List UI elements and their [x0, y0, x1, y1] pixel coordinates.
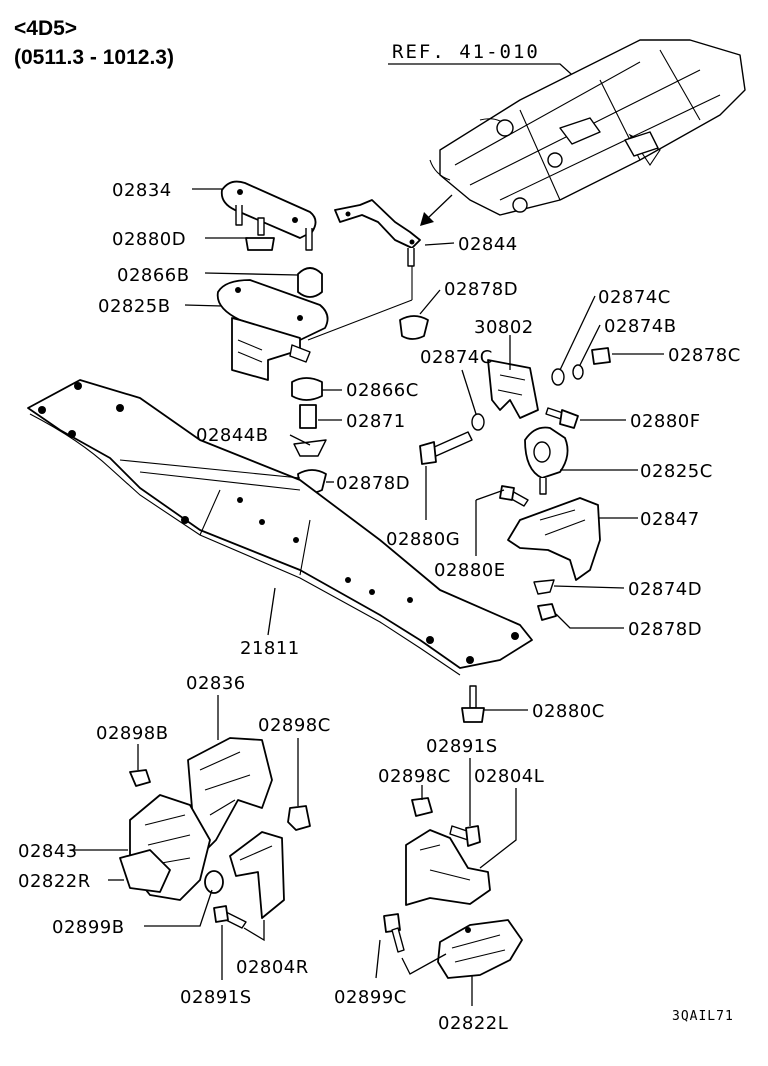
leader-lines: [70, 188, 664, 1006]
lower-right-mount-group: [383, 685, 523, 979]
label-02836: 02836: [186, 673, 246, 694]
label-30802: 30802: [474, 317, 534, 338]
production-period: (0511.3 - 1012.3): [14, 46, 174, 69]
label-02898B: 02898B: [96, 723, 169, 744]
label-02874B: 02874B: [604, 316, 677, 337]
engine-mount-left-group: [216, 180, 413, 381]
part-labels: 02834 02880D 02866B 02825B 02844 02878D …: [18, 180, 741, 1034]
label-02880C: 02880C: [532, 701, 605, 722]
label-02880F: 02880F: [630, 411, 701, 432]
lower-left-insulator-group: [119, 737, 311, 929]
label-02878D-lower: 02878D: [628, 619, 702, 640]
label-02844B: 02844B: [196, 425, 269, 446]
label-02866C: 02866C: [346, 380, 419, 401]
label-02804L: 02804L: [474, 766, 544, 787]
label-02898C-left: 02898C: [258, 715, 331, 736]
label-02866B: 02866B: [117, 265, 190, 286]
label-02878D-upper: 02878D: [444, 279, 518, 300]
label-02891S-left: 02891S: [180, 987, 252, 1008]
label-02874D: 02874D: [628, 579, 702, 600]
label-02825B: 02825B: [98, 296, 171, 317]
label-02878C: 02878C: [668, 345, 741, 366]
label-02874C-right: 02874C: [598, 287, 671, 308]
bracket-02844: [334, 199, 421, 267]
frame-reference-drawing: REF. 41-010: [388, 39, 746, 226]
label-02822L: 02822L: [438, 1013, 508, 1034]
label-02880E: 02880E: [434, 560, 506, 581]
label-02874C-left: 02874C: [420, 347, 493, 368]
label-02878D-center: 02878D: [336, 473, 410, 494]
label-02899B: 02899B: [52, 917, 125, 938]
label-02891S-right: 02891S: [426, 736, 498, 757]
engine-mount-right-group: [419, 347, 611, 621]
label-02898C-right: 02898C: [378, 766, 451, 787]
label-02822R: 02822R: [18, 871, 91, 892]
label-02834: 02834: [112, 180, 172, 201]
diagram-code: 3QAIL71: [672, 1009, 734, 1024]
reference-label: REF. 41-010: [392, 41, 540, 63]
crossmember-21811: [27, 379, 533, 676]
engine-code: <4D5>: [14, 17, 77, 40]
label-02899C: 02899C: [334, 987, 407, 1008]
label-02880G: 02880G: [386, 529, 460, 550]
label-02804R: 02804R: [236, 957, 309, 978]
label-02844: 02844: [458, 234, 518, 255]
center-small-parts: [291, 315, 429, 494]
label-02843: 02843: [18, 841, 78, 862]
label-02871: 02871: [346, 411, 406, 432]
label-02880D: 02880D: [112, 229, 186, 250]
label-21811: 21811: [240, 638, 300, 659]
label-02825C: 02825C: [640, 461, 713, 482]
label-02847: 02847: [640, 509, 700, 530]
